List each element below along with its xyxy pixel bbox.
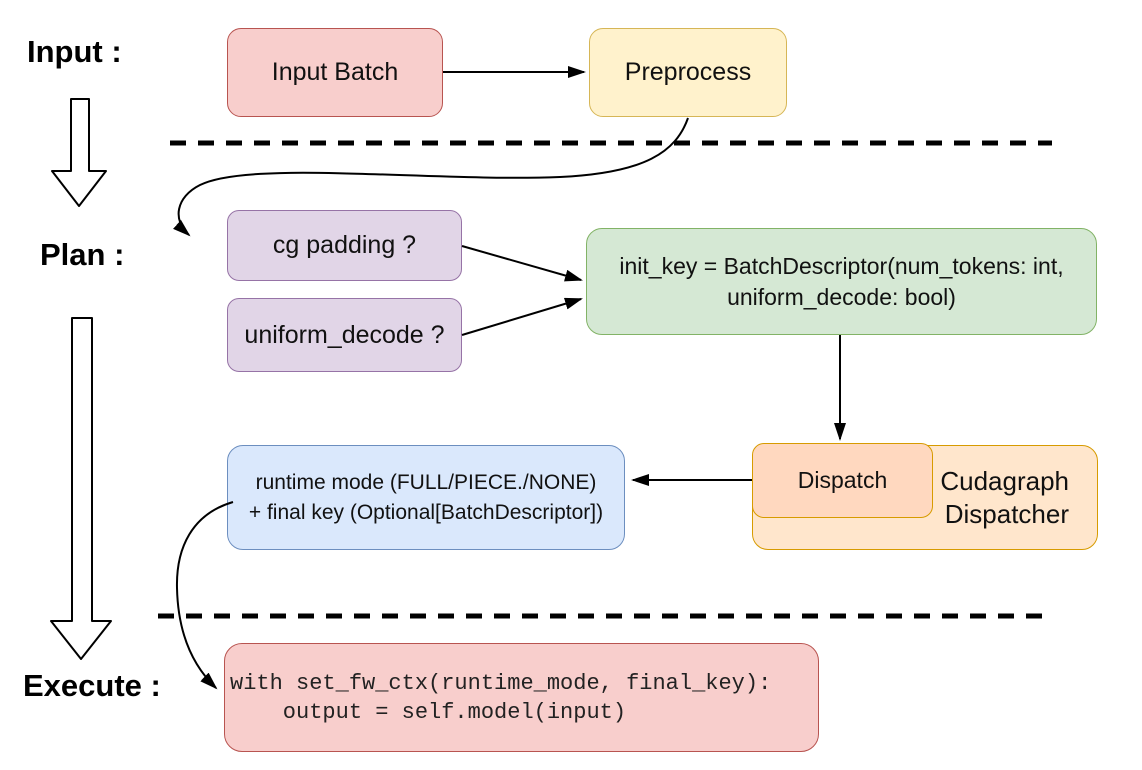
execute-code-line1: with set_fw_ctx(runtime_mode, final_key)…: [230, 670, 772, 696]
cg-padding-node: cg padding ?: [227, 210, 462, 281]
uniform-decode-label: uniform_decode ?: [244, 320, 445, 349]
cg-padding-label: cg padding ?: [272, 231, 417, 260]
runtime-mode-line1: runtime mode (FULL/PIECE./NONE): [255, 470, 597, 494]
dispatch-label: Dispatch: [797, 466, 888, 493]
init-key-line2: uniform_decode: bool): [727, 283, 956, 310]
stage-label-execute: Execute :: [23, 668, 161, 703]
down-arrow-icon: [51, 98, 107, 207]
preprocess-node: Preprocess: [589, 28, 787, 117]
preprocess-label: Preprocess: [624, 58, 752, 87]
stage-label-input: Input :: [27, 34, 122, 69]
input-batch-label: Input Batch: [271, 58, 399, 87]
arrow-cgpadding-to-initkey: [461, 245, 583, 282]
execute-code-node: with set_fw_ctx(runtime_mode, final_key)…: [224, 643, 819, 752]
uniform-decode-node: uniform_decode ?: [227, 298, 462, 372]
cudagraph-line2: Dispatcher: [944, 498, 1069, 529]
input-batch-node: Input Batch: [227, 28, 443, 117]
arrow-uniformdecode-to-initkey: [461, 297, 583, 336]
runtime-mode-line2: + final key (Optional[BatchDescriptor]): [248, 500, 604, 524]
down-arrow-icon: [50, 317, 112, 660]
execute-code-line2: output = self.model(input): [230, 699, 627, 725]
stage-label-plan: Plan :: [40, 237, 125, 272]
init-key-line1: init_key = BatchDescriptor(num_tokens: i…: [619, 252, 1064, 279]
init-key-node: init_key = BatchDescriptor(num_tokens: i…: [586, 228, 1097, 335]
runtime-mode-node: runtime mode (FULL/PIECE./NONE) + final …: [227, 445, 625, 550]
cudagraph-line1: Cudagraph: [940, 465, 1069, 496]
dispatch-node: Dispatch: [752, 443, 933, 518]
